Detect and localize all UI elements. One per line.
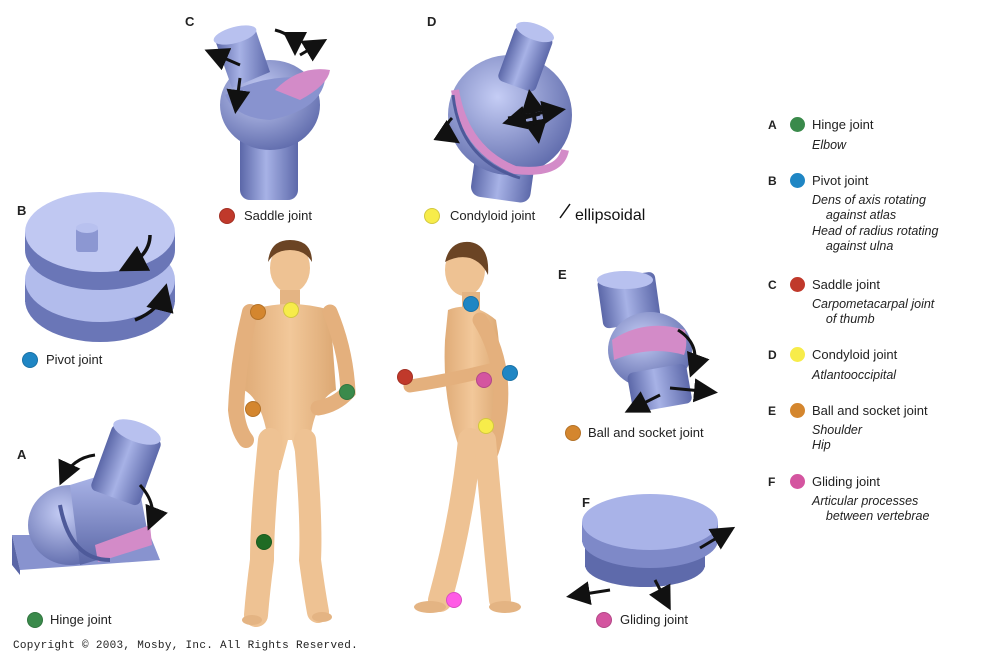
marker-condyloid-wrist <box>478 418 494 434</box>
legend-example: Head of radius rotating <box>812 224 938 239</box>
legend-example: Shoulder <box>812 423 862 438</box>
legend-example: Elbow <box>812 138 846 153</box>
legend-example: against ulna <box>812 239 893 254</box>
ball-and-socket-joint-model <box>597 271 712 413</box>
panel-letter-c: C <box>185 14 194 29</box>
hinge-joint-model <box>12 414 164 575</box>
legend-example: between vertebrae <box>812 509 929 524</box>
legend-color-dot <box>790 277 805 292</box>
legend-letter: E <box>768 404 776 418</box>
legend-letter: F <box>768 475 775 489</box>
human-figure-front <box>236 240 348 625</box>
legend-color-dot <box>790 474 805 489</box>
legend-item-ball-socket: E Ball and socket joint Shoulder Hip <box>768 402 978 457</box>
hinge-joint-dot <box>27 612 43 628</box>
legend-letter: D <box>768 348 777 362</box>
legend-color-dot <box>790 117 805 132</box>
gliding-joint-dot <box>596 612 612 628</box>
ball-socket-joint-dot <box>565 425 581 441</box>
legend-color-dot <box>790 403 805 418</box>
gliding-joint-caption: Gliding joint <box>620 612 688 627</box>
hinge-joint-caption: Hinge joint <box>50 612 111 627</box>
legend-title: Gliding joint <box>812 474 880 489</box>
marker-hinge-knee <box>256 534 272 550</box>
condyloid-joint-model <box>447 18 572 218</box>
pivot-joint-caption: Pivot joint <box>46 352 102 367</box>
panel-letter-f: F <box>582 495 590 510</box>
panel-letter-d: D <box>427 14 436 29</box>
legend-color-dot <box>790 173 805 188</box>
legend-item-condyloid: D Condyloid joint Atlantooccipital <box>768 346 978 386</box>
legend-letter: A <box>768 118 777 132</box>
saddle-joint-caption: Saddle joint <box>244 208 312 223</box>
legend-title: Saddle joint <box>812 277 880 292</box>
gliding-joint-model <box>572 494 730 605</box>
legend-title: Condyloid joint <box>812 347 897 362</box>
pivot-joint-dot <box>22 352 38 368</box>
ball-socket-joint-caption: Ball and socket joint <box>588 425 704 440</box>
legend-letter: B <box>768 174 777 188</box>
saddle-joint-dot <box>219 208 235 224</box>
legend-color-dot <box>790 347 805 362</box>
condyloid-joint-dot <box>424 208 440 224</box>
panel-letter-e: E <box>558 267 567 282</box>
legend-title: Hinge joint <box>812 117 873 132</box>
legend-item-pivot: B Pivot joint Dens of axis rotating agai… <box>768 172 978 262</box>
panel-letter-a: A <box>17 447 26 462</box>
panel-letter-b: B <box>17 203 26 218</box>
legend-item-hinge: A Hinge joint Elbow <box>768 116 978 156</box>
marker-gliding-ankle <box>446 592 462 608</box>
legend-example: of thumb <box>812 312 875 327</box>
marker-hinge-elbow <box>339 384 355 400</box>
legend-example: Hip <box>812 438 831 453</box>
marker-pivot-elbow <box>502 365 518 381</box>
marker-ball-socket-shoulder <box>250 304 266 320</box>
legend-example: against atlas <box>812 208 896 223</box>
condyloid-handwritten-annotation: ellipsoidal <box>575 207 645 225</box>
copyright-notice: Copyright © 2003, Mosby, Inc. All Rights… <box>13 640 358 652</box>
marker-saddle-thumb <box>397 369 413 385</box>
legend-item-saddle: C Saddle joint Carpometacarpal joint of … <box>768 276 978 331</box>
legend-example: Atlantooccipital <box>812 368 896 383</box>
pivot-joint-model <box>25 192 175 342</box>
legend-item-gliding: F Gliding joint Articular processes betw… <box>768 473 978 528</box>
saddle-joint-model <box>210 22 330 200</box>
marker-condyloid-neck <box>283 302 299 318</box>
legend-title: Ball and socket joint <box>812 403 928 418</box>
legend-example: Dens of axis rotating <box>812 193 926 208</box>
marker-gliding-spine <box>476 372 492 388</box>
legend-example: Articular processes <box>812 494 918 509</box>
legend-title: Pivot joint <box>812 173 868 188</box>
legend-letter: C <box>768 278 777 292</box>
marker-ball-socket-hip <box>245 401 261 417</box>
marker-pivot-neck <box>463 296 479 312</box>
legend-example: Carpometacarpal joint <box>812 297 934 312</box>
condyloid-joint-caption: Condyloid joint <box>450 208 535 223</box>
